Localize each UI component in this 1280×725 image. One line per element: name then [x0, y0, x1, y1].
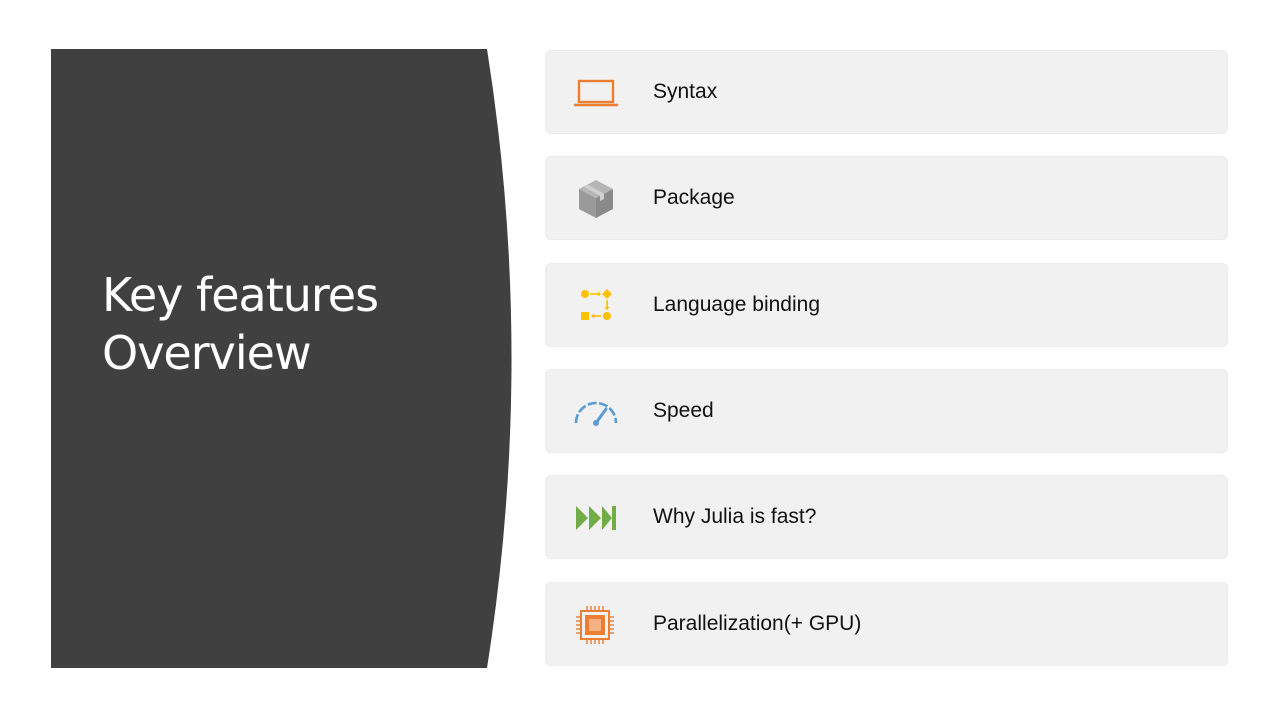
slide-title-line-2: Overview	[102, 326, 312, 380]
processor-chip-icon	[572, 603, 620, 647]
feature-card-syntax[interactable]: Syntax	[545, 50, 1228, 134]
feature-label: Language binding	[653, 293, 820, 316]
feature-card-parallelization[interactable]: Parallelization(+ GPU)	[545, 582, 1228, 666]
process-flow-icon	[572, 284, 620, 328]
feature-card-speed[interactable]: Speed	[545, 369, 1228, 453]
title-panel	[0, 0, 560, 720]
feature-label: Parallelization(+ GPU)	[653, 612, 862, 635]
feature-card-language-binding[interactable]: Language binding	[545, 263, 1228, 347]
feature-card-package[interactable]: Package	[545, 156, 1228, 240]
feature-card-why-julia-is-fast[interactable]: Why Julia is fast?	[545, 475, 1228, 559]
title-panel-background	[51, 49, 512, 668]
laptop-icon	[572, 71, 620, 115]
feature-label: Why Julia is fast?	[653, 505, 817, 528]
speedometer-icon	[572, 390, 620, 434]
feature-label: Package	[653, 186, 735, 209]
feature-label: Syntax	[653, 80, 718, 103]
slide-title-line-1: Key features	[102, 268, 379, 322]
slide-title: Key features Overview	[102, 266, 379, 382]
feature-label: Speed	[653, 399, 714, 422]
package-box-icon	[572, 177, 620, 221]
fast-forward-icon	[572, 496, 620, 540]
